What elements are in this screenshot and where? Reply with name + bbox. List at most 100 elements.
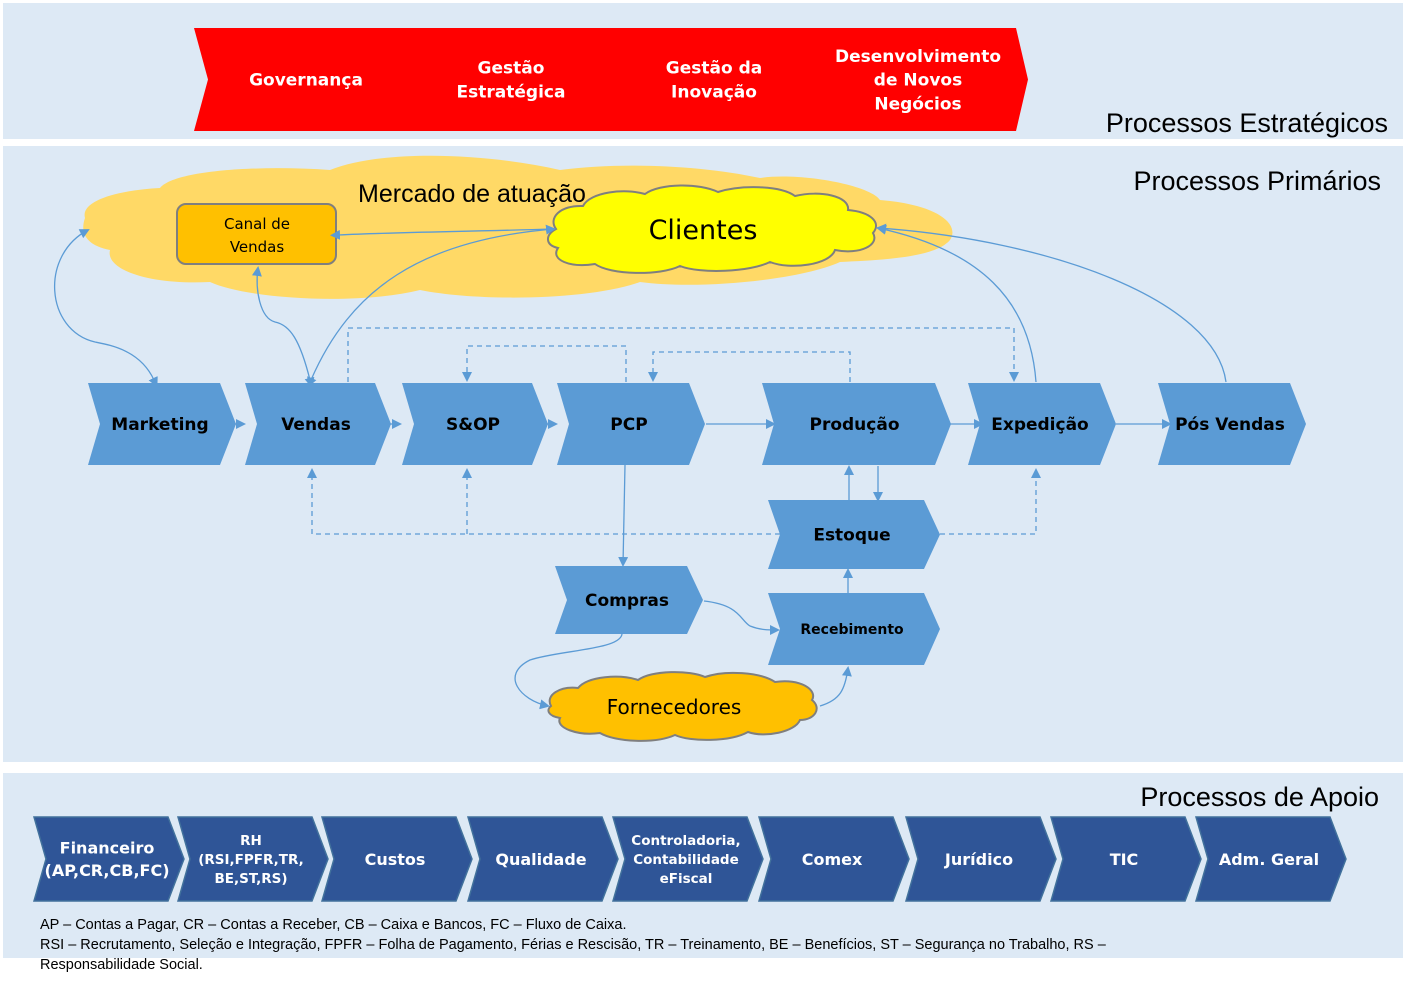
connectors [54, 223, 1227, 710]
primary-process-compras[interactable]: Compras [555, 566, 703, 634]
support-process-9-label: Adm. Geral [1219, 850, 1319, 869]
support-process-8[interactable]: TIC [1050, 816, 1202, 902]
primary-process-compras-label: Compras [585, 591, 669, 611]
support-process-8-label: TIC [1110, 850, 1139, 869]
support-process-1-label: Financeiro [60, 839, 155, 858]
support-process-7[interactable]: Jurídico [905, 816, 1057, 902]
support-process-9-shape [1195, 816, 1347, 902]
connector-pcp-compras [618, 464, 629, 567]
primary-process-recebimento-label: Recebimento [800, 622, 904, 638]
strategic-process-1[interactable]: Governança [194, 28, 416, 131]
dashed-estoque-expedicao [940, 468, 1041, 535]
primary-process-vendas-label: Vendas [281, 415, 351, 435]
support-process-6-label: Comex [802, 850, 863, 869]
primary-process-marketing[interactable]: Marketing [88, 383, 236, 465]
support-process-2[interactable]: RH(RSI,FPFR,TR,BE,ST,RS) [177, 816, 329, 902]
support-process-4[interactable]: Qualidade [467, 816, 619, 902]
support-process-2-label: (RSI,FPFR,TR, [198, 852, 304, 868]
dashed-vendas-expedicao [347, 327, 1019, 382]
strategic-process-4-label: Negócios [874, 94, 961, 114]
legend-line-1: AP – Contas a Pagar, CR – Contas a Receb… [40, 917, 627, 933]
primary-process-sop-label: S&OP [446, 415, 500, 435]
primary-process-pos-vendas[interactable]: Pós Vendas [1158, 383, 1306, 465]
legend-line-2: RSI – Recrutamento, Seleção e Integração… [40, 937, 1106, 953]
suppliers-label: Fornecedores [607, 695, 742, 719]
primary-process-pcp-shape [557, 383, 705, 465]
dashed-connectors [307, 327, 1041, 535]
strategic-process-3-label: Gestão da [666, 59, 762, 79]
strategic-process-4-label: de Novos [874, 71, 962, 91]
legend-line-3: Responsabilidade Social. [40, 957, 203, 973]
support-process-5-label: Contabilidade [633, 852, 739, 868]
connector-suppliers-recebimento [819, 666, 852, 707]
strategic-process-2-shape [399, 28, 621, 131]
support-process-5[interactable]: Controladoria, Contabilidade eFiscal [612, 816, 764, 902]
connector-compras-suppliers [514, 633, 623, 710]
primary-process-marketing-shape [88, 383, 236, 465]
primary-process-marketing-label: Marketing [111, 415, 208, 435]
support-process-1[interactable]: Financeiro (AP,CR,CB,FC) [33, 816, 185, 902]
market-label: Mercado de atuação [358, 180, 586, 208]
primary-process-expedicao[interactable]: Expedição [968, 383, 1116, 465]
support-process-9[interactable]: Adm. Geral [1195, 816, 1347, 902]
sales-channel-box[interactable]: Canal de Vendas [176, 203, 337, 265]
support-process-1-label: (AP,CR,CB,FC) [45, 861, 170, 880]
primary-process-pcp-label: PCP [610, 415, 647, 435]
support-process-4-shape [467, 816, 619, 902]
support-process-5-shape [612, 816, 764, 902]
primary-process-expedicao-shape [968, 383, 1116, 465]
connector-vendas-sales-channel [251, 266, 315, 388]
primary-process-estoque-shape [768, 500, 940, 569]
customers-label: Clientes [649, 215, 758, 246]
dashed-pcp-sop [462, 345, 627, 382]
primary-process-recebimento[interactable]: Recebimento [768, 593, 940, 665]
section-title-strategic: Processos Estratégicos [1106, 108, 1388, 138]
primary-process-vendas-shape [245, 383, 391, 465]
support-chevron-row: Financeiro(AP,CR,CB,FC)RH(RSI,FPFR,TR,BE… [33, 816, 1347, 902]
strategic-process-4-shape [806, 28, 1028, 131]
dashed-estoque-vendas [307, 468, 780, 535]
support-process-3-label: Custos [365, 850, 426, 869]
dashed-producao-pcp [648, 351, 851, 382]
legend: AP – Contas a Pagar, CR – Contas a Receb… [40, 915, 1340, 975]
primary-process-estoque[interactable]: Estoque [768, 500, 940, 569]
primary-chevron-row: Marketing Vendas S&OP PCP Produção Expedição P… [88, 383, 1306, 665]
support-process-2-shape [177, 816, 329, 902]
support-process-8-shape [1050, 816, 1202, 902]
strategic-process-3-shape [602, 28, 824, 131]
support-process-2-label: BE,ST,RS) [214, 871, 287, 887]
primary-process-estoque-label: Estoque [813, 526, 890, 546]
primary-process-sop[interactable]: S&OP [402, 383, 548, 465]
section-title-support: Processos de Apoio [1140, 782, 1379, 812]
customers-cloud[interactable] [547, 184, 877, 274]
strategic-process-1-shape [194, 28, 416, 131]
strategic-process-2-label: Estratégica [457, 83, 566, 103]
support-process-5-label: eFiscal [660, 871, 713, 887]
primary-process-producao-label: Produção [809, 415, 899, 435]
primary-process-recebimento-shape [768, 593, 940, 665]
support-process-3[interactable]: Custos [321, 816, 473, 902]
support-process-6[interactable]: Comex [758, 816, 910, 902]
primary-process-expedicao-label: Expedição [991, 415, 1089, 435]
support-process-7-label: Jurídico [944, 850, 1013, 869]
primary-process-sop-shape [402, 383, 548, 465]
suppliers-cloud[interactable] [547, 671, 818, 742]
section-title-primary: Processos Primários [1133, 166, 1381, 196]
connector-expedicao-customers [876, 224, 1037, 383]
connector-vendas-customers [307, 224, 556, 388]
primary-process-pos-vendas-label: Pós Vendas [1175, 415, 1285, 435]
strategic-process-1-label: Governança [249, 71, 363, 91]
support-process-5-label: Controladoria, [631, 833, 740, 849]
primary-process-vendas[interactable]: Vendas [245, 383, 391, 465]
support-process-4-label: Qualidade [495, 850, 586, 869]
primary-process-pos-vendas-shape [1158, 383, 1306, 465]
sales-channel-label-2: Vendas [230, 238, 285, 256]
primary-process-producao[interactable]: Produção [762, 383, 951, 465]
strategic-process-4-label: Desenvolvimento [835, 47, 1001, 67]
primary-process-pcp[interactable]: PCP [557, 383, 705, 465]
